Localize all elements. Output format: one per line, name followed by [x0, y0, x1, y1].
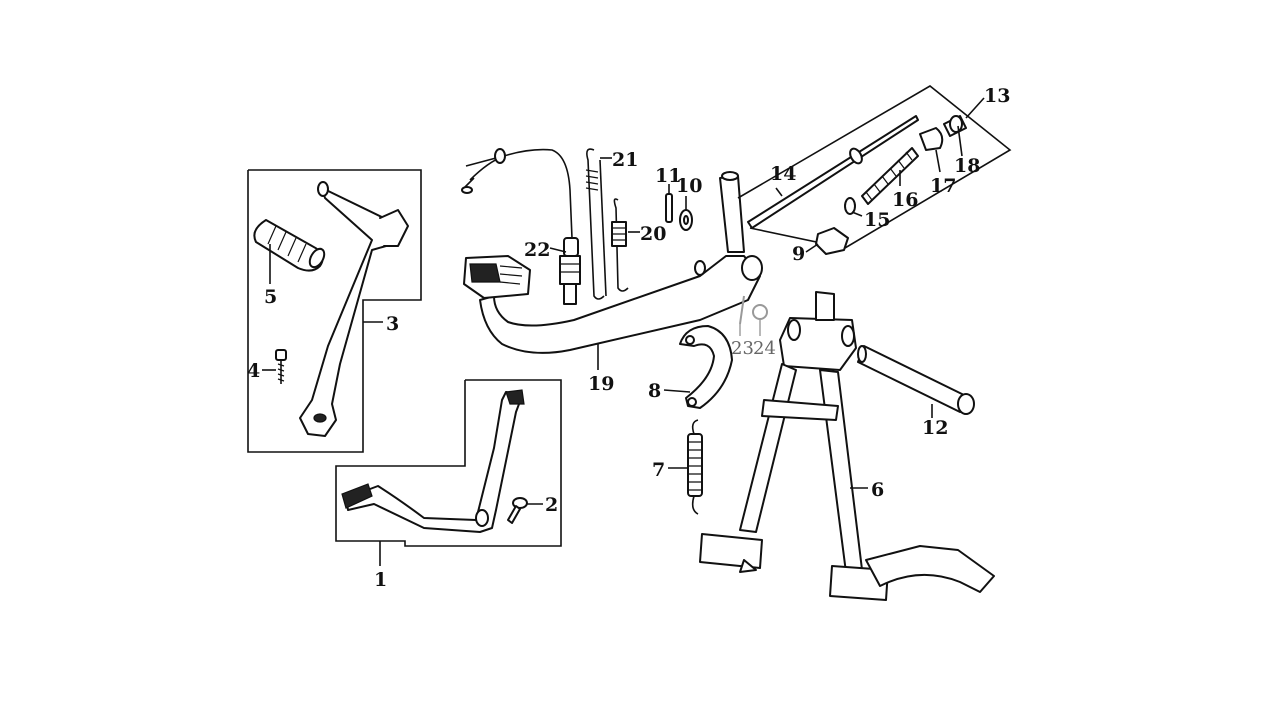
callout-11: 11: [655, 165, 681, 187]
callout-3: 3: [386, 313, 399, 335]
callout-12: 12: [922, 417, 948, 439]
callout-1: 1: [374, 569, 387, 591]
callout-24: 24: [753, 338, 776, 359]
callout-15: 15: [864, 209, 890, 231]
shift-pedal-group-box: [335, 379, 562, 547]
spring-21: [585, 148, 607, 300]
washer-10: [679, 209, 693, 231]
nut-18: [943, 115, 967, 137]
kickstarter-group-box: [247, 169, 422, 453]
spring-7: [687, 419, 703, 515]
bracket-8: [679, 325, 733, 409]
callout-23: 23: [731, 338, 754, 359]
rod-group-box: [737, 85, 1012, 249]
callout-18: 18: [954, 155, 980, 177]
callout-6: 6: [871, 479, 884, 501]
rod-14: [747, 115, 919, 229]
shift-pedal: [341, 389, 525, 533]
ring-24: [752, 304, 768, 320]
leader-lines: [262, 97, 985, 566]
kickstarter-lever: [299, 181, 409, 437]
pin-23: [739, 295, 745, 325]
callout-16: 16: [892, 189, 918, 211]
callout-14: 14: [770, 163, 796, 185]
callout-2: 2: [545, 494, 558, 516]
nut-9: [815, 227, 849, 255]
washer-15: [844, 197, 856, 215]
callout-5: 5: [264, 286, 277, 308]
callout-9: 9: [792, 243, 805, 265]
callout-10: 10: [676, 175, 702, 197]
side-stand-foot-pad: [463, 255, 531, 299]
kick-bolt: [275, 349, 287, 384]
main-stand: [699, 291, 995, 601]
callout-13: 13: [984, 85, 1010, 107]
shaft-12: [857, 345, 975, 415]
side-stand: [479, 171, 763, 354]
callout-4: 4: [247, 360, 260, 382]
callout-8: 8: [648, 380, 661, 402]
shift-pedal-bolt: [507, 497, 528, 524]
spring-20: [611, 198, 629, 292]
kickstarter-rubber-grip: [253, 219, 326, 272]
callout-21: 21: [612, 149, 638, 171]
callout-19: 19: [588, 373, 614, 395]
spring-16: [861, 147, 919, 205]
pin-11: [665, 193, 673, 223]
joint-17: [919, 127, 944, 151]
callout-22: 22: [524, 239, 550, 261]
side-stand-switch-cable: [461, 148, 581, 305]
callout-20: 20: [640, 223, 666, 245]
callout-labels: 1 2 3 4 5 6 7 8 9 10 11 12 13 14 15 16 1…: [247, 85, 1010, 591]
callout-17: 17: [930, 175, 956, 197]
callout-7: 7: [652, 459, 665, 481]
